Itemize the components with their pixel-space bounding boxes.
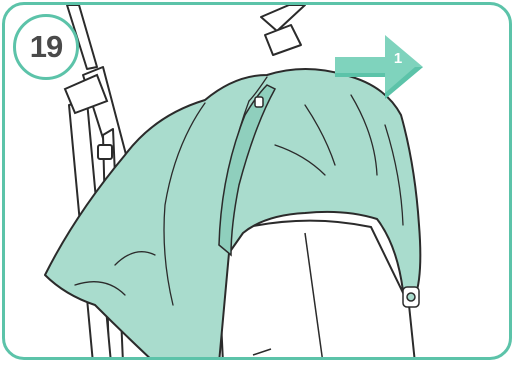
canopy-buckle [255, 97, 263, 107]
arrow-step-label: 1 [388, 50, 408, 67]
step-badge: 19 [13, 14, 79, 80]
canopy-clip [403, 287, 419, 307]
illustration-frame: 19 1 [2, 2, 512, 360]
step-number: 19 [30, 29, 62, 65]
stroller-canopy-illustration [5, 5, 512, 360]
seat [217, 221, 415, 360]
